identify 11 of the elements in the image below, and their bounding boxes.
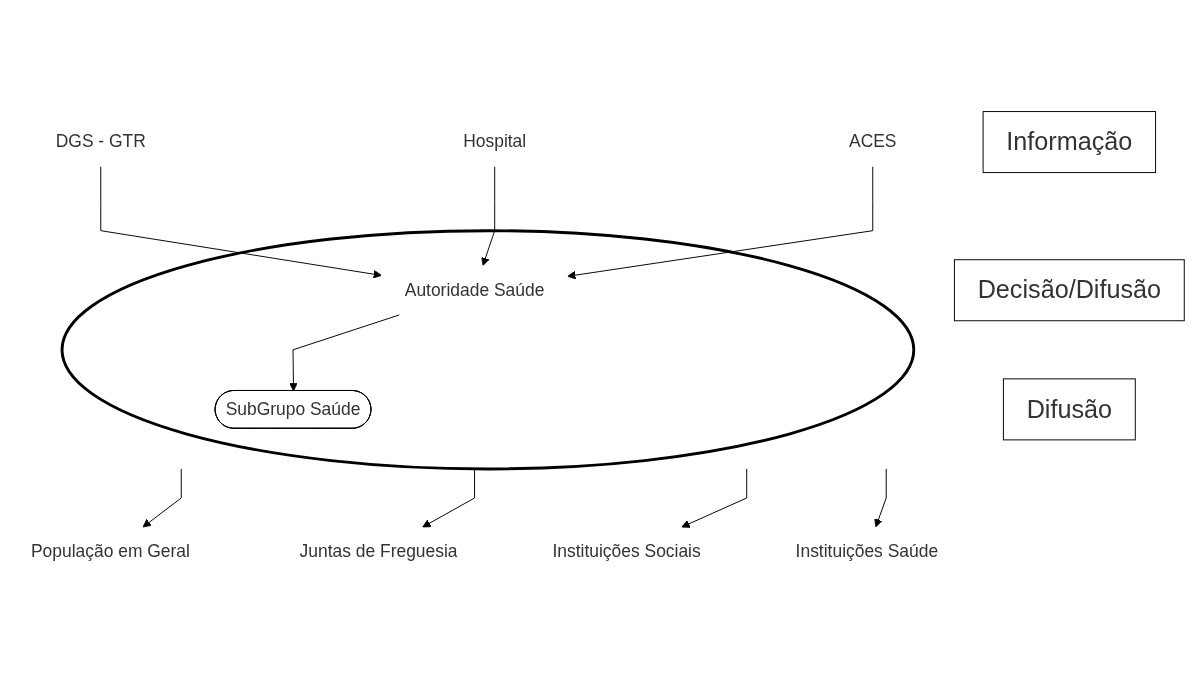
node-box: Decisão/Difusão — [953, 259, 1185, 322]
node-text: População em Geral — [30, 541, 190, 561]
node-box: Difusão — [1002, 378, 1136, 441]
node-text: Instituições Saúde — [795, 541, 939, 561]
node-text: DGS - GTR — [55, 131, 146, 152]
node-box: Informação — [982, 111, 1157, 174]
node-text: Juntas de Freguesia — [299, 541, 458, 561]
node-text: Instituições Sociais — [552, 541, 701, 561]
node-text: Autoridade Saúde — [404, 280, 545, 300]
node-text: Hospital — [463, 131, 527, 152]
node-text: ACES — [849, 131, 897, 152]
